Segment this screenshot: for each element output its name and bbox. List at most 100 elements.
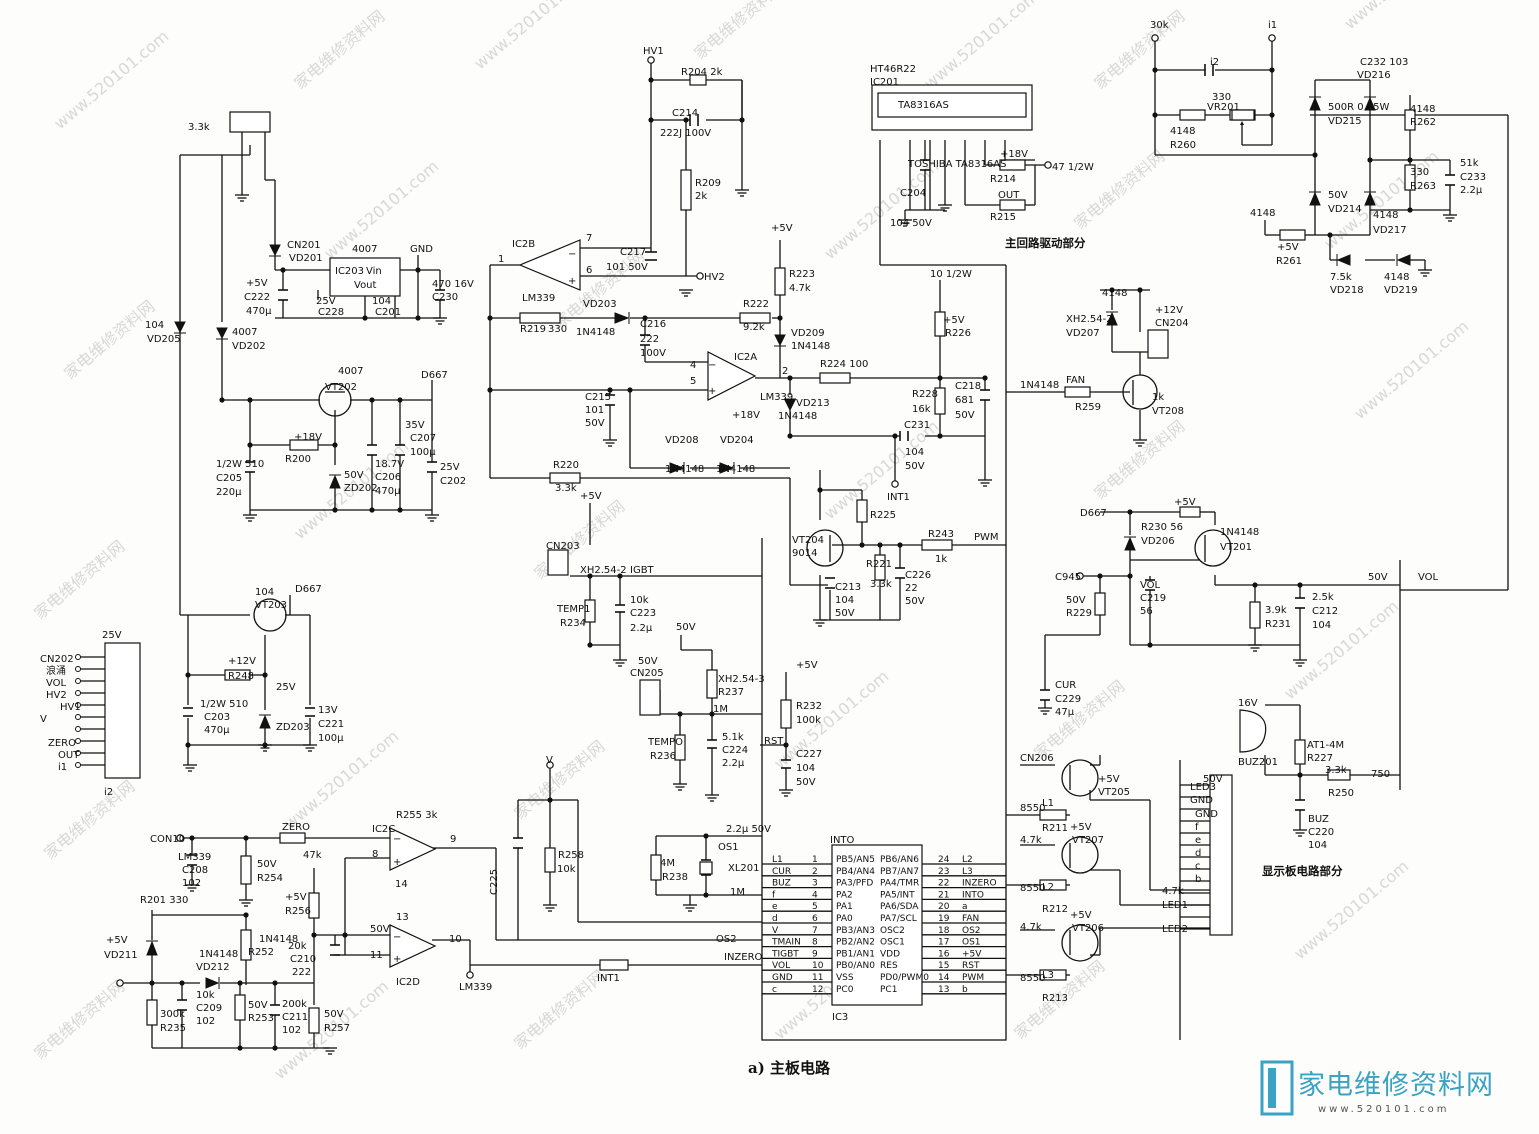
ic3-right-pin-0: 24 <box>938 855 950 865</box>
ic3-right-net-9: RST <box>962 961 980 971</box>
label-32: +18V <box>732 410 760 421</box>
label-101: OS1 <box>718 842 739 853</box>
label-78: 50V <box>638 656 658 667</box>
label-74: R234 <box>560 618 586 629</box>
label-155: 18.7V <box>375 459 404 470</box>
label-60: 3.3k <box>870 579 892 590</box>
label-55: +5V <box>580 491 602 502</box>
label-201: R256 <box>285 906 311 917</box>
label-211: INT1 <box>597 973 620 984</box>
label-287: 50V <box>1368 572 1388 583</box>
label-52: 1N4148 <box>716 464 755 475</box>
ic3-left-net-9: VOL <box>772 961 790 971</box>
label-100: 2.2μ 50V <box>726 824 771 835</box>
ic3-left-func-0: PB5/AN5 <box>836 855 875 865</box>
label-214: VD211 <box>104 950 138 961</box>
label-273: VD206 <box>1141 536 1175 547</box>
label-87: 2.2μ <box>722 758 745 769</box>
label-96: V <box>546 755 553 766</box>
label-117: R214 <box>990 174 1016 185</box>
label-2: C214 <box>672 108 698 119</box>
label-10: C217 <box>620 247 646 258</box>
label-13: LM339 <box>522 293 555 304</box>
label-197: 50V <box>257 859 277 870</box>
label-200: +5V <box>285 892 307 903</box>
label-271: +5V <box>1174 497 1196 508</box>
ic3-right-pin-9: 15 <box>938 961 949 971</box>
ic3-right-net-11: b <box>962 985 968 995</box>
label-225: R253 <box>248 1013 274 1024</box>
watermark-text: 家电维修资料网 <box>510 737 608 824</box>
label-103: 4M <box>660 858 675 869</box>
label-176: 25V <box>102 630 122 641</box>
svg-text:−: − <box>393 932 401 943</box>
ic3-right-net-4: a <box>962 902 968 912</box>
label-9: 1 <box>498 254 504 265</box>
label-97: R258 <box>558 850 584 861</box>
label-134: 470μ <box>246 306 272 317</box>
label-246: 51k <box>1460 158 1479 169</box>
ic3-left-net-2: BUZ <box>772 879 791 889</box>
label-283: R231 <box>1265 619 1291 630</box>
components: −+ −+ −+ −+ <box>104 34 1457 1055</box>
ic3-right-func-6: OSC2 <box>880 926 905 936</box>
label-142: VD205 <box>147 334 181 345</box>
section-display-board: 显示板电路部分 <box>1262 864 1343 878</box>
cn203-connector <box>547 549 569 576</box>
watermark-text: www.520101.com <box>1350 316 1472 423</box>
label-31: LM339 <box>760 392 793 403</box>
label-138: C201 <box>375 307 401 318</box>
label-53: R220 <box>553 460 579 471</box>
label-148: +18V <box>294 432 322 443</box>
label-65: 1k <box>935 554 947 565</box>
ic3-left-func-10: VSS <box>836 973 854 983</box>
label-247: C233 <box>1460 172 1486 183</box>
ic3-right-net-2: INZERO <box>962 879 997 889</box>
label-126: VD201 <box>289 253 323 264</box>
label-105: 1M <box>730 887 745 898</box>
label-7: 7 <box>586 233 592 244</box>
label-170: 470μ <box>204 725 230 736</box>
label-234: C232 103 <box>1360 57 1408 68</box>
label-202: 20k <box>288 941 307 952</box>
ic3-right-pin-6: 18 <box>938 926 950 936</box>
label-159: C207 <box>410 433 436 444</box>
label-25: +5V <box>771 223 793 234</box>
label-73: TEMP1 <box>556 604 590 615</box>
label-141: 104 <box>145 320 164 331</box>
label-151: C205 <box>216 473 242 484</box>
label-118: 47 1/2W <box>1052 162 1094 173</box>
label-290: C229 <box>1055 694 1081 705</box>
label-114: C204 <box>900 188 926 199</box>
ic3-right-pin-4: 20 <box>938 902 950 912</box>
ic3-left-pin-1: 2 <box>812 867 818 877</box>
label-81: R237 <box>718 687 744 698</box>
label-54: 3.3k <box>555 483 577 494</box>
label-254: +5V <box>1277 242 1299 253</box>
label-163: 104 <box>255 587 274 598</box>
label-239: VR201 <box>1207 102 1240 113</box>
label-182: V <box>40 714 47 725</box>
label-268: 1k <box>1152 392 1164 403</box>
label-269: VT208 <box>1152 406 1184 417</box>
label-123: R226 <box>945 328 971 339</box>
label-93: C227 <box>796 749 822 760</box>
label-110: HT46R22 <box>870 64 916 75</box>
label-216: VD212 <box>196 962 230 973</box>
label-154: ZD202 <box>344 483 378 494</box>
label-189: R255 3k <box>396 810 438 821</box>
label-0: HV1 <box>643 46 664 57</box>
label-147: D667 <box>421 370 448 381</box>
svg-text:−: − <box>393 834 401 845</box>
label-304: +5V <box>1098 774 1120 785</box>
label-143: 4007 <box>232 327 257 338</box>
label-192: 9 <box>450 834 456 845</box>
label-158: 35V <box>405 420 425 431</box>
ic3-right-func-10: PD0/PWM0 <box>880 973 929 983</box>
ic3-right-pin-3: 21 <box>938 890 949 900</box>
label-217: 1N4148 <box>259 934 298 945</box>
ic3-right-pin-2: 22 <box>938 879 949 889</box>
label-20: 100V <box>640 348 666 359</box>
label-213: +5V <box>106 935 128 946</box>
